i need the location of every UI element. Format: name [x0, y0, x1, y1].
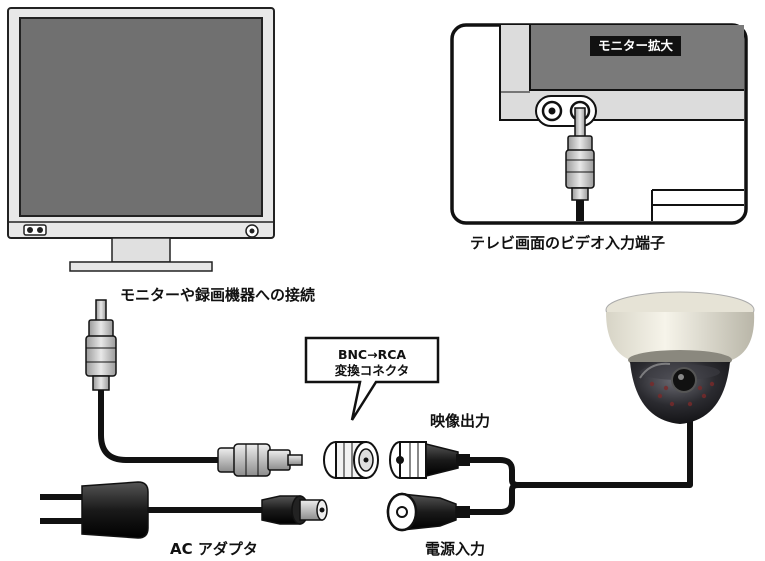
tv-input-label: テレビ画面のビデオ入力端子 [470, 234, 666, 252]
callout-line-2: 変換コネクタ [334, 363, 410, 378]
monitor [7, 7, 275, 272]
callout-line-1: BNC→RCA [337, 347, 407, 362]
cables [98, 387, 693, 515]
bnc-rca-adapter [323, 441, 379, 479]
video-output-label: 映像出力 [430, 412, 491, 430]
monitor-screen [19, 17, 263, 217]
camera-bnc-connector [389, 441, 470, 479]
monitor-connection-label: モニターや録画機器への接続 [120, 286, 316, 304]
ac-adapter-label: AC アダプタ [170, 540, 258, 558]
dome-camera [605, 291, 755, 424]
camera-power-jack [386, 492, 470, 532]
tv-rca-jack-icon [535, 95, 597, 127]
adapter-callout-text: BNC→RCA 変換コネクタ [312, 347, 432, 379]
inset-rca-plug [565, 107, 595, 221]
monitor-rca-ports [23, 224, 47, 236]
rca-plug-horizontal [217, 443, 303, 477]
inset-badge: モニター拡大 [590, 36, 682, 56]
monitor-stand-base [69, 261, 213, 272]
power-input-label: 電源入力 [425, 540, 486, 558]
callout-bubble [304, 336, 440, 421]
monitor-side-rca-plug [85, 299, 117, 391]
ac-adapter-icon [40, 481, 328, 539]
power-button-icon [245, 224, 259, 238]
monitor-stand-neck [111, 237, 171, 263]
